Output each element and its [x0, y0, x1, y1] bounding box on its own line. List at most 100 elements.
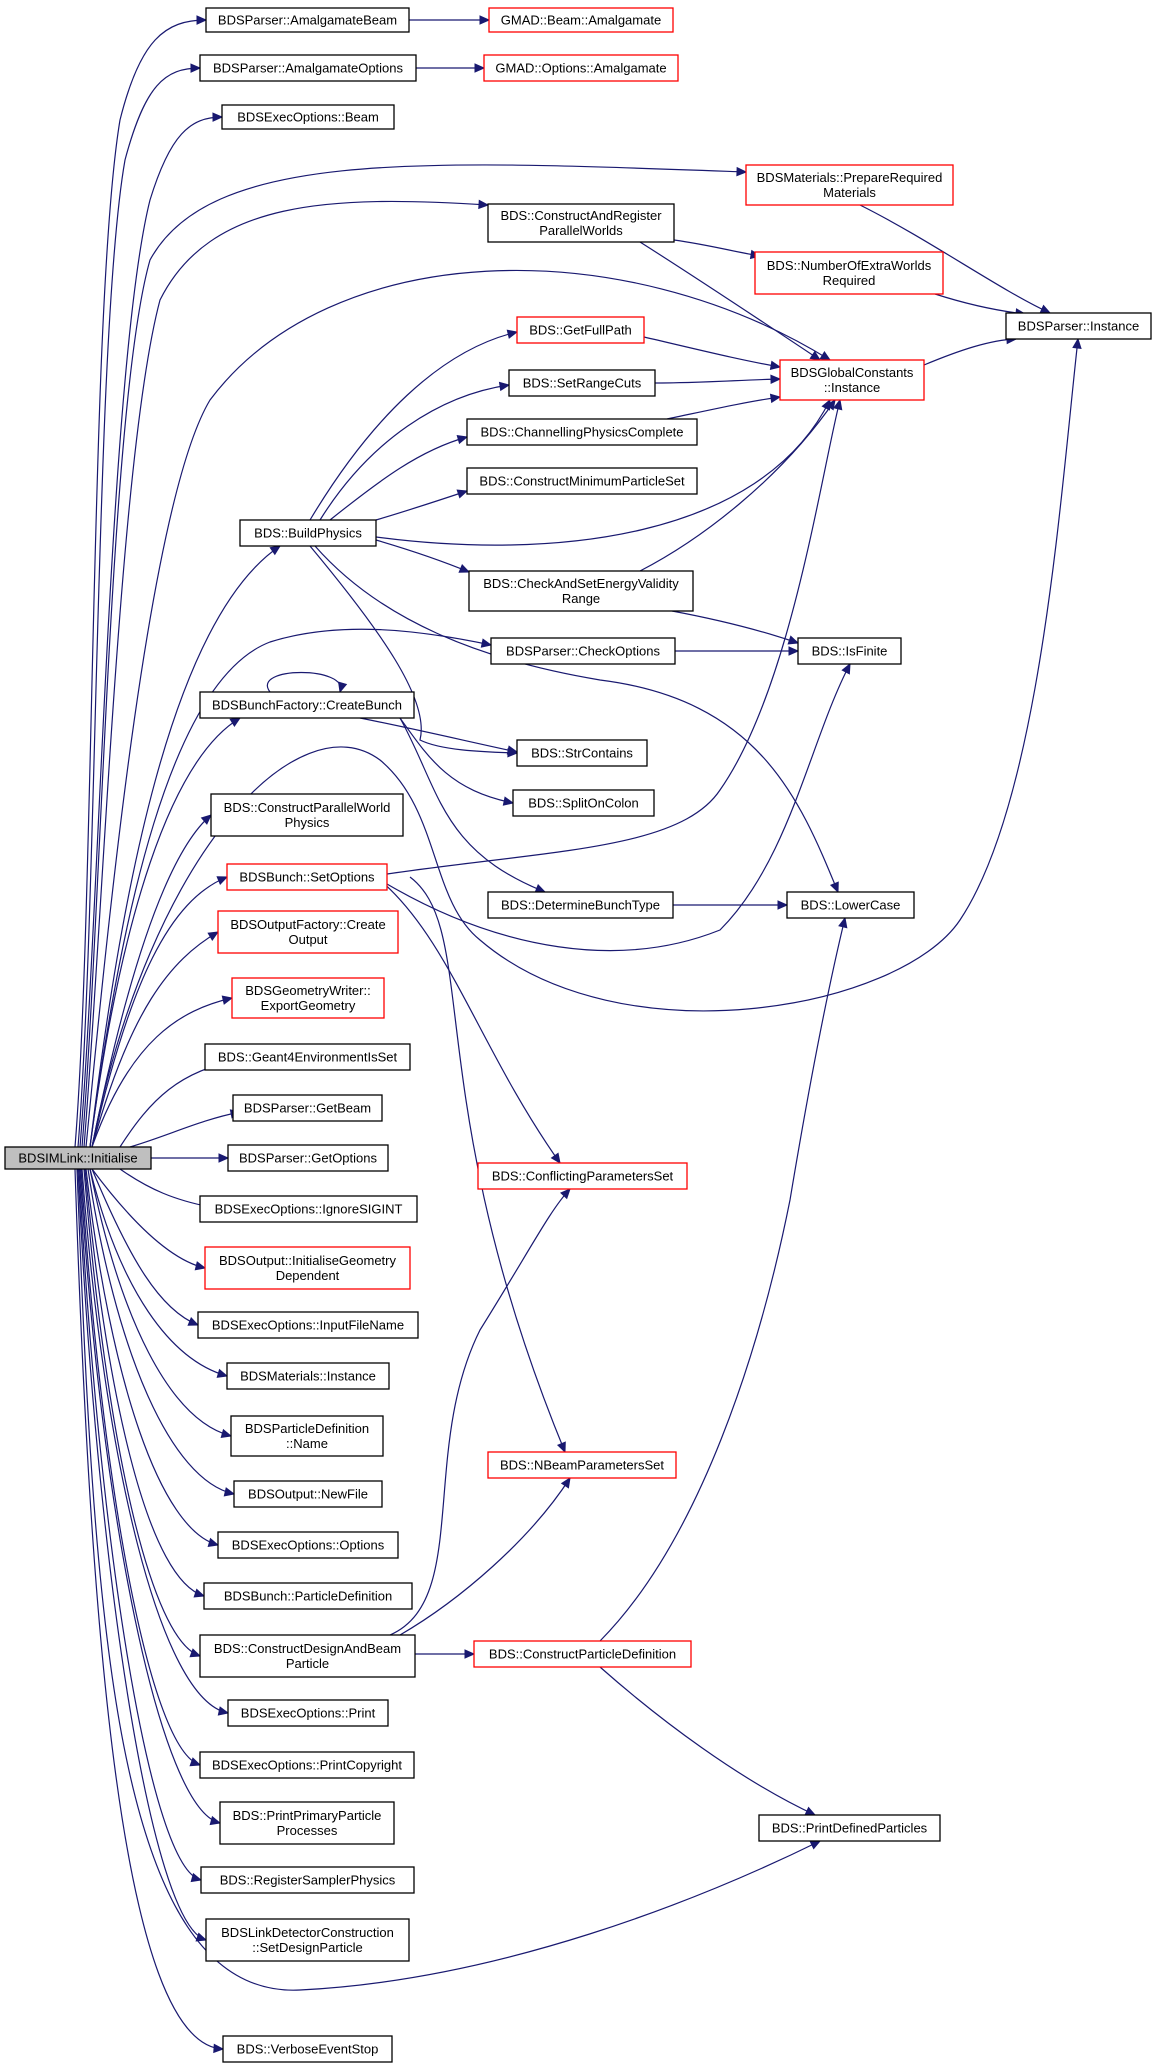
node-exec-print[interactable]: BDSExecOptions::Print	[227, 1699, 389, 1727]
arrowhead	[474, 63, 486, 73]
node-get-options[interactable]: BDSParser::GetOptions	[227, 1144, 389, 1172]
edge-construct-register-parallel-worlds-to-global-constants-instance	[639, 241, 822, 361]
arrowhead	[478, 199, 490, 210]
arrowhead	[480, 638, 493, 648]
node-create-bunch[interactable]: BDSBunchFactory::CreateBunch	[199, 691, 415, 719]
node-label: BDS::RegisterSamplerPhysics	[220, 1873, 396, 1888]
node-label: BDS::CheckAndSetEnergyValidity	[483, 576, 679, 591]
node-label: Processes	[277, 1823, 338, 1838]
node-label: ::SetDesignParticle	[252, 1940, 363, 1955]
node-materials-instance[interactable]: BDSMaterials::Instance	[226, 1362, 390, 1390]
edge-initialise-to-exec-print	[81, 1168, 230, 1716]
node-construct-particle-definition[interactable]: BDS::ConstructParticleDefinition	[473, 1640, 692, 1668]
edge-build-physics-to-channelling-physics-complete	[329, 434, 469, 521]
node-construct-minimum-particle-set[interactable]: BDS::ConstructMinimumParticleSet	[466, 467, 698, 495]
arrowhead	[209, 1815, 222, 1826]
node-global-constants-instance[interactable]: BDSGlobalConstants::Instance	[779, 359, 925, 401]
arrowhead	[556, 1441, 566, 1454]
node-label: BDS::SetRangeCuts	[523, 376, 642, 391]
node-export-geometry[interactable]: BDSGeometryWriter::ExportGeometry	[231, 977, 385, 1019]
node-box	[786, 891, 915, 919]
node-lower-case[interactable]: BDS::LowerCase	[786, 891, 915, 919]
node-verbose-event-stop[interactable]: BDS::VerboseEventStop	[222, 2035, 393, 2063]
node-label: BDSBunch::ParticleDefinition	[224, 1589, 392, 1604]
node-conflicting-parameters-set[interactable]: BDS::ConflictingParametersSet	[477, 1162, 688, 1190]
node-label: BDSIMLink::Initialise	[18, 1151, 137, 1166]
arrowhead	[212, 112, 224, 122]
node-output-new-file[interactable]: BDSOutput::NewFile	[233, 1480, 383, 1508]
node-print-copyright[interactable]: BDSExecOptions::PrintCopyright	[199, 1751, 415, 1779]
edge-amalgamate-beam-to-gmad-beam-amalgamate	[409, 15, 491, 25]
node-input-file-name[interactable]: BDSExecOptions::InputFileName	[197, 1311, 419, 1339]
node-box	[516, 739, 648, 767]
node-set-design-particle[interactable]: BDSLinkDetectorConstruction::SetDesignPa…	[205, 1918, 410, 1962]
node-amalgamate-beam[interactable]: BDSParser::AmalgamateBeam	[205, 7, 410, 33]
node-label: BDS::PrintDefinedParticles	[772, 1821, 928, 1836]
node-geant4-environment-is-set[interactable]: BDS::Geant4EnvironmentIsSet	[204, 1043, 411, 1071]
node-label: GMAD::Beam::Amalgamate	[501, 13, 661, 28]
node-box	[477, 1162, 688, 1190]
arrowhead	[229, 717, 242, 728]
edge-construct-design-beam-particle-to-conflicting-parameters-set	[389, 1188, 571, 1636]
arrowhead	[221, 995, 234, 1005]
edge-initialise-to-geant4-environment-is-set	[119, 1056, 242, 1148]
node-label: BDS::ConstructAndRegister	[500, 208, 662, 223]
node-channelling-physics-complete[interactable]: BDS::ChannellingPhysicsComplete	[466, 418, 698, 446]
node-gmad-beam-amalgamate[interactable]: GMAD::Beam::Amalgamate	[488, 7, 674, 33]
node-split-on-colon[interactable]: BDS::SplitOnColon	[512, 789, 655, 817]
edge-initialise-to-input-file-name	[91, 1168, 200, 1326]
node-amalgamate-options[interactable]: BDSParser::AmalgamateOptions	[199, 54, 417, 82]
node-particle-definition-name[interactable]: BDSParticleDefinition::Name	[230, 1415, 384, 1457]
node-determine-bunch-type[interactable]: BDS::DetermineBunchType	[487, 891, 674, 919]
node-str-contains[interactable]: BDS::StrContains	[516, 739, 648, 767]
arrowhead	[218, 1153, 230, 1163]
node-get-full-path[interactable]: BDS::GetFullPath	[516, 316, 645, 344]
node-set-range-cuts[interactable]: BDS::SetRangeCuts	[508, 369, 656, 397]
arrowhead	[189, 1648, 202, 1658]
node-label: BDS::NBeamParametersSet	[500, 1458, 664, 1473]
node-label: Dependent	[276, 1268, 340, 1283]
node-box	[204, 1246, 411, 1290]
node-bunch-set-options[interactable]: BDSBunch::SetOptions	[226, 863, 388, 891]
node-exec-options[interactable]: BDSExecOptions::Options	[217, 1531, 399, 1559]
node-exec-beam[interactable]: BDSExecOptions::Beam	[221, 104, 395, 130]
node-parser-instance[interactable]: BDSParser::Instance	[1005, 312, 1152, 340]
arrowhead	[479, 15, 491, 25]
node-label: BDS::ChannellingPhysicsComplete	[480, 425, 683, 440]
node-ignore-sigint[interactable]: BDSExecOptions::IgnoreSIGINT	[199, 1195, 418, 1223]
node-bunch-particle-definition[interactable]: BDSBunch::ParticleDefinition	[203, 1582, 413, 1610]
edge-bunch-set-options-to-global-constants-instance	[386, 398, 843, 875]
arrowhead	[216, 1368, 229, 1378]
node-initialise[interactable]: BDSIMLink::Initialise	[4, 1146, 152, 1170]
arrowhead	[220, 1428, 233, 1439]
node-label: Materials	[823, 185, 876, 200]
node-get-beam[interactable]: BDSParser::GetBeam	[232, 1094, 383, 1122]
node-label: BDSGeometryWriter::	[245, 983, 370, 998]
node-n-beam-parameters-set[interactable]: BDS::NBeamParametersSet	[487, 1451, 677, 1479]
edge-initialise-to-amalgamate-beam	[74, 15, 208, 1148]
node-print-defined-particles[interactable]: BDS::PrintDefinedParticles	[758, 1814, 941, 1842]
arrowhead	[833, 398, 843, 411]
edge-create-bunch-to-create-bunch	[266, 672, 348, 694]
call-nodes: BDSIMLink::Initialise BDSParser::Amalgama…	[4, 7, 1152, 2063]
node-label: BDSParticleDefinition	[245, 1421, 369, 1436]
node-check-options[interactable]: BDSParser::CheckOptions	[490, 637, 676, 665]
node-register-sampler-physics[interactable]: BDS::RegisterSamplerPhysics	[200, 1866, 415, 1894]
node-label: BDS::ConstructMinimumParticleSet	[479, 474, 685, 489]
node-gmad-options-amalgamate[interactable]: GMAD::Options::Amalgamate	[483, 54, 679, 82]
node-is-finite[interactable]: BDS::IsFinite	[797, 637, 902, 665]
arrowhead	[458, 563, 471, 573]
node-build-physics[interactable]: BDS::BuildPhysics	[239, 519, 377, 547]
node-label: BDSParser::Instance	[1018, 319, 1139, 334]
edge-initialise-to-print-copyright	[80, 1168, 202, 1767]
arrowhead	[456, 434, 469, 445]
